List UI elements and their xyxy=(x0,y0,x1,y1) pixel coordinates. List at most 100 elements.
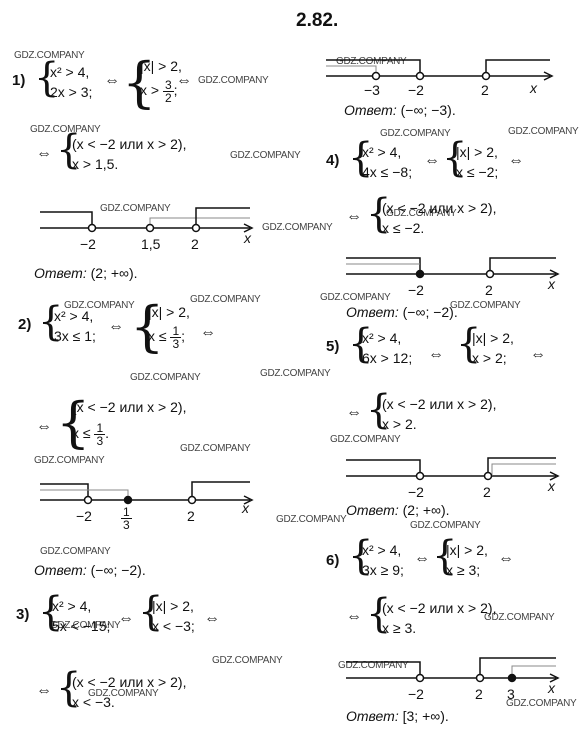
equiv-sign: ⇔ xyxy=(424,152,440,169)
brace: { xyxy=(348,321,374,367)
problem-number: 4) xyxy=(326,152,340,169)
axis-label: x xyxy=(548,680,555,696)
tick-label: 2 xyxy=(187,508,195,524)
equation: 4x ≤ −8; xyxy=(362,164,413,180)
brace: { xyxy=(34,55,60,101)
equiv-sign: ⇔ xyxy=(36,145,52,162)
equiv-sign: ⇔ xyxy=(104,72,120,89)
watermark: GDZ.COMPANY xyxy=(88,688,159,699)
equation: |x| > 2, xyxy=(152,598,194,614)
system: |x| > 2, x > 2; xyxy=(472,328,514,368)
tick-label: −2 xyxy=(80,236,96,252)
equiv-sign: ⇔ xyxy=(346,208,362,225)
equation: x > 1,5. xyxy=(72,156,119,172)
watermark: GDZ.COMPANY xyxy=(276,514,347,525)
watermark: GDZ.COMPANY xyxy=(34,455,105,466)
watermark: GDZ.COMPANY xyxy=(508,126,579,137)
brace: { xyxy=(442,135,468,181)
answer: Ответ: (−∞; −3). xyxy=(344,102,456,118)
system: (x < −2 или x > 2), x ≤ −2. xyxy=(382,198,496,238)
equation: (x < −2 или x > 2), xyxy=(382,200,497,216)
equiv-sign: ⇔ xyxy=(414,550,430,567)
equiv-sign: ⇔ xyxy=(346,404,362,421)
equation: (x < −2 или x > 2), xyxy=(382,396,497,412)
equiv-sign: ⇔ xyxy=(200,324,216,341)
equation: (x < −2 или x > 2), xyxy=(72,136,187,152)
watermark: GDZ.COMPANY xyxy=(50,620,121,631)
watermark: GDZ.COMPANY xyxy=(180,443,251,454)
watermark: GDZ.COMPANY xyxy=(484,612,555,623)
equation: |x| > 2, xyxy=(140,58,182,74)
equation: (x < −2 или x > 2), xyxy=(72,674,187,690)
tick-label: 2 xyxy=(485,282,493,298)
brace: { xyxy=(348,533,374,579)
watermark: GDZ.COMPANY xyxy=(380,128,451,139)
brace: { xyxy=(138,589,164,635)
equation: x > 2; xyxy=(472,350,507,366)
equation: x² > 4, xyxy=(50,64,90,80)
brace: { xyxy=(456,321,482,367)
watermark: GDZ.COMPANY xyxy=(198,75,269,86)
tick-label: −2 xyxy=(408,82,424,98)
answer: Ответ: (−∞; −2). xyxy=(346,304,458,320)
watermark: GDZ.COMPANY xyxy=(30,124,101,135)
system: x² > 4, 3x ≥ 9; xyxy=(362,540,404,580)
problem-number: 5) xyxy=(326,338,340,355)
brace: { xyxy=(366,387,392,433)
equation: (x < −2 или x > 2), xyxy=(382,600,497,616)
equation: 3x ≥ 9; xyxy=(362,562,404,578)
equation: |x| > 2, xyxy=(472,330,514,346)
system: |x| > 2, x < −3; xyxy=(152,596,195,636)
tick-label: 1,5 xyxy=(141,236,161,252)
watermark: GDZ.COMPANY xyxy=(338,660,409,671)
equiv-sign: ⇔ xyxy=(508,152,524,169)
equation: 6x > 12; xyxy=(362,350,413,366)
tick-label: 2 xyxy=(483,484,491,500)
brace: { xyxy=(56,665,82,711)
system: x² > 4, 3x ≤ 1; xyxy=(54,306,96,346)
equiv-sign: ⇔ xyxy=(530,346,546,363)
equiv-sign: ⇔ xyxy=(498,550,514,567)
equation: x² > 4, xyxy=(362,542,402,558)
page-title: 2.82. xyxy=(296,10,339,31)
equiv-sign: ⇔ xyxy=(36,682,52,699)
equiv-sign: ⇔ xyxy=(108,318,124,335)
system: x² > 4, 5x < −15; xyxy=(52,596,110,636)
equiv-sign: ⇔ xyxy=(36,418,52,435)
brace: { xyxy=(38,299,64,345)
problem-number: 6) xyxy=(326,552,340,569)
brace: { xyxy=(56,127,82,173)
tick-label: −2 xyxy=(408,282,424,298)
watermark: GDZ.COMPANY xyxy=(212,655,283,666)
watermark: GDZ.COMPANY xyxy=(14,50,85,61)
equation: x² > 4, xyxy=(54,308,94,324)
equation: x < −3; xyxy=(152,618,195,634)
system: x² > 4, 6x > 12; xyxy=(362,328,412,368)
equation: 2x > 3; xyxy=(50,84,93,100)
answer: Ответ: (2; +∞). xyxy=(346,502,450,518)
tick-label: 3 xyxy=(507,686,515,702)
equation: 3x ≤ 1; xyxy=(54,328,96,344)
watermark: GDZ.COMPANY xyxy=(262,222,333,233)
brace: { xyxy=(130,295,165,358)
equation: x > 2. xyxy=(382,416,417,432)
axis-label: x xyxy=(548,276,555,292)
equation: x² > 4, xyxy=(362,330,402,346)
answer: Ответ: (−∞; −2). xyxy=(34,562,146,578)
system: |x| > 2, x ≤ −2; xyxy=(456,142,498,182)
answer: Ответ: [3; +∞). xyxy=(346,708,449,724)
brace: { xyxy=(56,391,91,454)
watermark: GDZ.COMPANY xyxy=(130,372,201,383)
